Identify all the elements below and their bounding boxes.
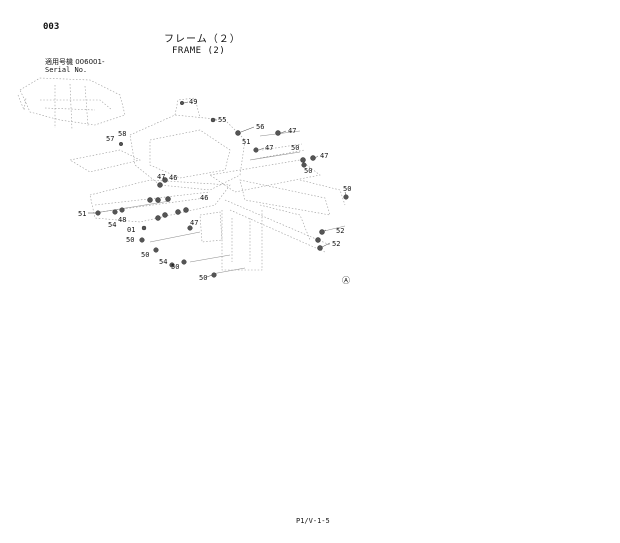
part-46b2: [175, 209, 181, 215]
part-51: [95, 210, 101, 216]
part-52a: [319, 229, 325, 235]
callout-48: 48: [118, 216, 126, 224]
callout-47: 47: [320, 152, 328, 160]
callout-50: 50: [141, 251, 149, 259]
callout-50: 50: [291, 144, 299, 152]
callout-49: 49: [189, 98, 197, 106]
callout-50: 50: [343, 185, 351, 193]
part-47-row3: [165, 196, 171, 202]
frame-outline: [17, 77, 346, 275]
part-52c: [317, 245, 323, 251]
callout-56: 56: [256, 123, 264, 131]
callout-47: 47: [288, 127, 296, 135]
parts: [95, 100, 349, 278]
callout-55: 55: [218, 116, 226, 124]
callout-50: 50: [126, 236, 134, 244]
callout-51: 51: [78, 210, 86, 218]
part-46b: [183, 207, 189, 213]
part-46a: [157, 182, 163, 188]
part-46b4: [155, 215, 161, 221]
part-47d: [162, 177, 168, 183]
part-50b: [301, 162, 307, 168]
part-55: [210, 117, 216, 123]
callout-57: 57: [106, 135, 114, 143]
callout-47: 47: [157, 173, 165, 181]
part-47-row: [147, 197, 153, 203]
callout-58: 58: [118, 130, 126, 138]
part-50f: [181, 259, 187, 265]
callout-50: 50: [304, 167, 312, 175]
part-49: [179, 100, 185, 106]
part-47c: [310, 155, 316, 161]
part-56: [235, 130, 241, 136]
part-47-row2: [155, 197, 161, 203]
part-46b3: [162, 212, 168, 218]
part-50c: [343, 194, 349, 200]
part-50a: [300, 157, 306, 163]
footer-page-ref: P1/V-1-5: [296, 517, 330, 525]
callout-47: 47: [265, 144, 273, 152]
part-54b: [169, 262, 175, 268]
callout-54: 54: [108, 221, 116, 229]
leader-lines: [88, 101, 347, 278]
callout-50: 50: [199, 274, 207, 282]
part-01: [141, 225, 147, 231]
page-code: 003: [43, 22, 60, 32]
title-japanese: フレーム（２）: [164, 34, 241, 45]
part-50g: [211, 272, 217, 278]
callout-47: 47: [190, 219, 198, 227]
part-48: [119, 207, 125, 213]
callout-01: 01: [127, 226, 135, 234]
callout-46: 46: [200, 194, 208, 202]
part-47e: [187, 225, 193, 231]
title-english: FRAME (2): [172, 46, 226, 56]
callout-52: 52: [336, 227, 344, 235]
part-50e: [153, 247, 159, 253]
part-47b: [253, 147, 259, 153]
callout-46: 46: [169, 174, 177, 182]
part-58: [118, 141, 124, 147]
callouts: 49 55 56 47 58 57 51 47 50 47 50 47 46 5…: [78, 98, 351, 282]
serial-label-english: Serial No.: [45, 66, 88, 74]
callout-52: 52: [332, 240, 340, 248]
callout-51: 51: [242, 138, 250, 146]
part-52b: [315, 237, 321, 243]
part-47a: [275, 130, 281, 136]
view-marker: Ⓐ: [342, 276, 350, 285]
callout-50: 50: [171, 263, 179, 271]
serial-label-japanese: 適用号機 006001-: [45, 58, 105, 66]
part-50d: [139, 237, 145, 243]
part-54a: [112, 209, 118, 215]
callout-54: 54: [159, 258, 167, 266]
